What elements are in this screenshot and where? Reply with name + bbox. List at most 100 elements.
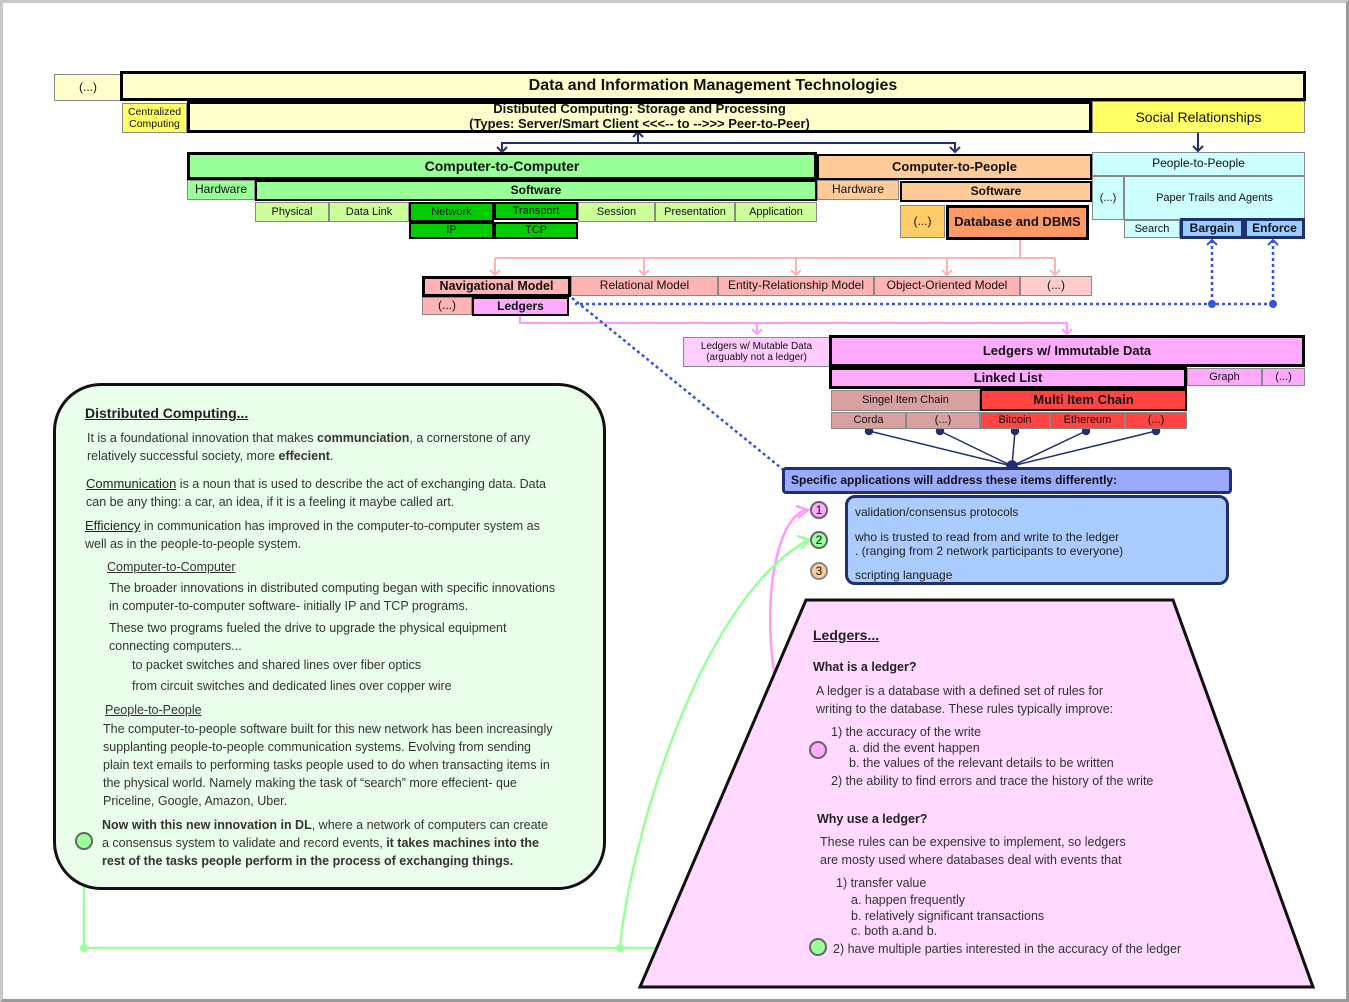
dc-final-3: rest of the tasks people perform in the … xyxy=(102,854,514,868)
nav-ellipsis-box: (...) xyxy=(422,297,472,315)
top-ellipsis-box: (...) xyxy=(54,74,122,101)
multi-item-chain-box: Multi Item Chain xyxy=(980,389,1187,411)
app-item-1: validation/consensus protocols xyxy=(855,505,1019,519)
multi-ellipsis-box: (...) xyxy=(1125,412,1187,429)
dc-p2a: Communication is a noun that is used to … xyxy=(86,476,547,491)
linked-list-box: Linked List xyxy=(829,367,1187,389)
computer-to-computer-box: Computer-to-Computer xyxy=(187,152,817,180)
bargain-box: Bargain xyxy=(1180,218,1244,239)
dc-c2c-4: connecting computers... xyxy=(109,639,242,653)
dc-green-marker xyxy=(75,832,93,850)
dc-p1b: relatively successful society, more effe… xyxy=(87,449,334,463)
ledger-q1: What is a ledger? xyxy=(813,660,917,674)
layer-session: Session xyxy=(578,202,655,222)
dc-p3a: Efficiency in communication has improved… xyxy=(85,518,540,533)
graph-ellipsis-box: (...) xyxy=(1262,368,1305,386)
dc-p2b: can be any thing: a car, an idea, if it … xyxy=(86,495,455,509)
dc-note-heading: Distributed Computing... xyxy=(85,405,249,421)
dc-final-2: a consensus system to validate and recor… xyxy=(102,836,540,850)
dc-p2p-4: the physical world. Namely making the ta… xyxy=(103,776,517,790)
app-item-2b: . (ranging from 2 network participants t… xyxy=(855,544,1124,558)
ledger-l2: 2) the ability to find errors and trace … xyxy=(831,774,1154,788)
ethereum-box: Ethereum xyxy=(1050,412,1125,429)
ledger-m2: 2) have multiple parties interested in t… xyxy=(833,942,1182,956)
oo-model-box: Object-Oriented Model xyxy=(874,276,1020,296)
ledger-a2-2: are mosty used where databases deal with… xyxy=(820,853,1122,867)
navigational-model-box: Navigational Model xyxy=(422,276,571,297)
centralized-computing-box: Centralized Computing xyxy=(122,103,187,133)
relational-model-box: Relational Model xyxy=(571,276,718,296)
dc-c2c-3: These two programs fueled the drive to u… xyxy=(109,621,507,635)
single-ellipsis-box: (...) xyxy=(906,412,980,429)
dc-c2c-heading: Computer-to-Computer xyxy=(107,560,236,574)
dc-c2c-6: from circuit switches and dedicated line… xyxy=(132,679,452,693)
dc-c2c-5: to packet switches and shared lines over… xyxy=(132,658,422,672)
layer-transport: Transport xyxy=(494,202,578,220)
ledger-a1-1: A ledger is a database with a defined se… xyxy=(816,684,1103,698)
number-2-marker: 2 xyxy=(810,531,828,549)
dc-p2p-3: plain text emails to performing tasks pe… xyxy=(103,758,550,772)
dc-c2c-2: in computer-to-computer software- initia… xyxy=(109,599,469,613)
ledger-magenta-marker xyxy=(809,741,827,759)
dc-p3b: well as in the people-to-people system. xyxy=(85,537,302,551)
c2p-hardware-box: Hardware xyxy=(817,180,899,200)
ledger-l1b: b. the values of the relevant details to… xyxy=(849,756,1114,770)
dc-p2p-heading: People-to-People xyxy=(105,703,202,717)
dc-p2p-2: supplanting people-to-people communicati… xyxy=(103,740,532,754)
single-item-chain-box: Singel Item Chain xyxy=(831,390,980,411)
c2c-hardware-box: Hardware xyxy=(187,180,255,200)
distributed-computing-box: Distibuted Computing: Storage and Proces… xyxy=(187,101,1092,133)
mutable-label-2: (arguably not a ledger) xyxy=(706,352,807,363)
bitcoin-box: Bitcoin xyxy=(980,412,1050,429)
ledger-m1a: a. happen frequently xyxy=(851,893,965,907)
distributed-label-1: Distibuted Computing: Storage and Proces… xyxy=(493,101,786,117)
er-model-box: Entity-Relationship Model xyxy=(718,276,874,296)
immutable-ledgers-box: Ledgers w/ Immutable Data xyxy=(829,335,1305,367)
dc-p2p-5: Priceline, Google, Amazon, Uber. xyxy=(103,794,288,808)
mutable-label-1: Ledgers w/ Mutable Data xyxy=(700,340,813,352)
number-1-marker: 1 xyxy=(810,501,828,519)
ip-box: IP xyxy=(409,222,494,239)
ledger-l1: 1) the accuracy of the write xyxy=(831,725,982,739)
tcp-box: TCP xyxy=(494,222,578,239)
distributed-label-2: (Types: Server/Smart Client <<<-- to -->… xyxy=(469,116,810,131)
people-to-people-box: People-to-People xyxy=(1092,152,1305,176)
ledger-l1a: a. did the event happen xyxy=(849,741,980,755)
centralized-label-1: Centralized xyxy=(127,105,182,118)
ledger-a2-1: These rules can be expensive to implemen… xyxy=(820,835,1126,849)
app-item-2a: who is trusted to read from and write to… xyxy=(855,530,1120,544)
database-dbms-box: Database and DBMS xyxy=(946,205,1089,240)
models-ellipsis-box: (...) xyxy=(1020,276,1092,296)
ledger-note-heading: Ledgers... xyxy=(813,627,880,643)
layer-physical: Physical xyxy=(255,202,329,222)
dc-p2p-1: The computer-to-people software built fo… xyxy=(103,722,553,736)
graph-box: Graph xyxy=(1187,368,1262,386)
ledger-m1: 1) transfer value xyxy=(836,876,927,890)
layer-network: Network xyxy=(409,202,494,222)
ledger-m1c: c. both a.and b. xyxy=(851,924,938,938)
ledger-green-marker xyxy=(809,938,827,956)
social-relationships-box: Social Relationships xyxy=(1092,101,1305,133)
layer-application: Application xyxy=(735,202,817,222)
applications-items-box: validation/consensus protocols who is tr… xyxy=(845,495,1229,585)
ledger-q2: Why use a ledger? xyxy=(817,812,928,826)
number-3-marker: 3 xyxy=(810,562,828,580)
enforce-box: Enforce xyxy=(1244,218,1305,239)
layer-presentation: Presentation xyxy=(655,202,735,222)
dc-final-1: Now with this new innovation in DL, wher… xyxy=(102,818,548,832)
c2c-software-box: Software xyxy=(255,180,817,201)
layer-data-link: Data Link xyxy=(329,202,409,222)
app-item-3: scripting language xyxy=(855,568,953,582)
ledgers-box: Ledgers xyxy=(472,297,569,316)
p2p-ellipsis-box: (...) xyxy=(1092,176,1124,220)
paper-trails-box: Paper Trails and Agents xyxy=(1124,176,1305,220)
dc-c2c-1: The broader innovations in distributed c… xyxy=(109,581,556,595)
search-box: Search xyxy=(1124,220,1180,238)
dc-p1a: It is a foundational innovation that mak… xyxy=(87,431,531,445)
centralized-label-2: Computing xyxy=(129,118,180,130)
c2p-ellipsis-box: (...) xyxy=(900,205,945,238)
ledger-a1-2: writing to the database. These rules typ… xyxy=(816,702,1114,716)
data-info-management-title: Data and Information Management Technolo… xyxy=(120,71,1306,101)
